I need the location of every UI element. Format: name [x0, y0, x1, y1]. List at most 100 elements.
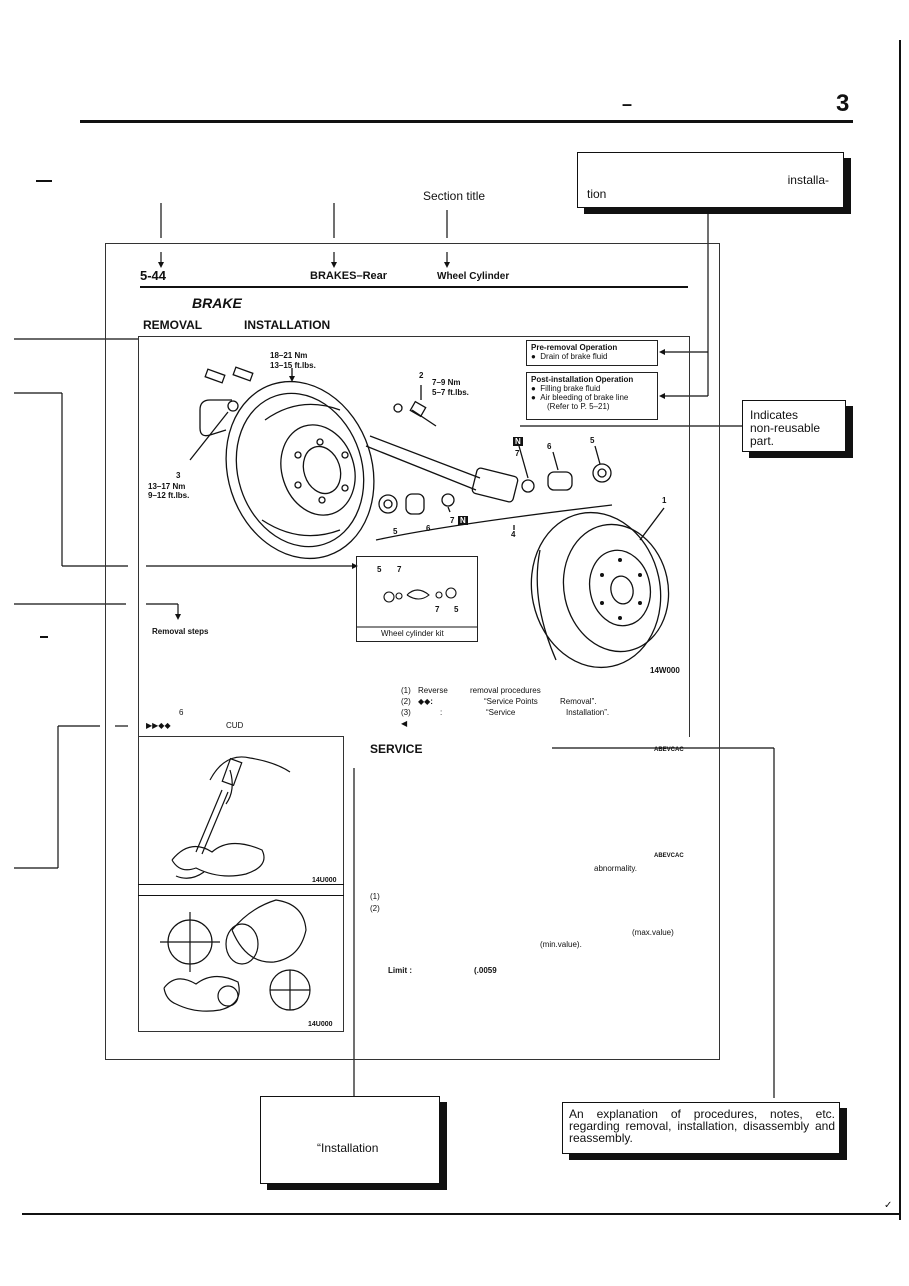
sample-group-name: BRAKES	[310, 270, 357, 282]
note-3-num: (3)	[401, 708, 411, 717]
service-min-value: (min.value).	[540, 940, 582, 949]
note-2-text: “Service Points	[484, 697, 538, 706]
post-installation-item-1-text: Filling brake fluid	[540, 384, 601, 393]
kit-drawing	[357, 587, 477, 628]
service-item-2: (2)	[370, 904, 380, 913]
sample-heading-removal: REMOVAL	[143, 318, 203, 332]
pre-removal-item: ● Drain of brake fluid	[531, 352, 608, 361]
page-dash: –	[622, 94, 633, 114]
callout-installation-ref: “Installation	[260, 1096, 440, 1184]
post-installation-item-3: (Refer to P. 5–21)	[547, 402, 610, 411]
note-2-num: (2)	[401, 697, 411, 706]
sample-page-ref: 5-44	[140, 268, 167, 283]
page-number: 3	[836, 90, 850, 117]
callout-explanation-text: An explanation of procedures, notes, etc…	[569, 1107, 835, 1145]
diagram-area-frame	[138, 336, 690, 737]
sample-group: BRAKES–Rear	[310, 270, 387, 282]
service-code-b: ABEVCAC	[654, 853, 684, 859]
torque-2b: 5–7 ft.lbs.	[432, 388, 469, 397]
corner-tick: ✓	[884, 1200, 893, 1211]
note-3-text: “Service	[486, 708, 516, 717]
note-1-text: removal procedures	[470, 686, 541, 695]
sample-header-rule	[140, 286, 688, 288]
torque-3a: 13–17 Nm	[148, 482, 186, 491]
torque-3-number: 3	[176, 471, 181, 480]
note-1-num: (1)	[401, 686, 411, 695]
non-reusable-line2: non-reusable	[750, 421, 821, 435]
torque-3b: 9–12 ft.lbs.	[148, 491, 190, 500]
callout-installation-line1: installa-	[787, 173, 829, 187]
callout-explanation: An explanation of procedures, notes, etc…	[562, 1102, 840, 1154]
non-reusable-line3: part.	[750, 434, 775, 448]
part-7-right: 7	[515, 449, 520, 458]
sample-heading-installation: INSTALLATION	[244, 318, 331, 332]
post-installation-title: Post-installation Operation	[531, 375, 634, 384]
part-1: 1	[662, 496, 667, 505]
service-figure-divider-1	[138, 884, 344, 886]
header-rule	[80, 120, 853, 123]
post-installation-item-1: ● Filling brake fluid	[531, 384, 601, 393]
note-bracket: ◀	[401, 719, 408, 728]
part-7-left: 7	[450, 516, 455, 525]
steps-six: 6	[179, 708, 184, 717]
torque-1b: 13–15 ft.lbs.	[270, 361, 316, 370]
note-3-symbol: :	[440, 708, 443, 717]
kit-box: 5 7 7 5 Wheel cylinder kit	[356, 556, 478, 642]
diagram-figure-code: 14W000	[650, 666, 680, 675]
part-n-badge-left: N	[458, 516, 468, 525]
part-4: 4	[511, 530, 516, 539]
torque-2-number: 2	[419, 371, 424, 380]
section-title-label: Section title	[423, 189, 486, 203]
kit-part-d: 5	[454, 605, 459, 614]
service-title: SERVICE	[370, 742, 423, 756]
callout-non-reusable: Indicates non-reusable part.	[742, 400, 846, 452]
part-n-badge: N	[513, 437, 523, 446]
right-edge-line	[899, 40, 901, 1220]
non-reusable-line1: Indicates	[750, 408, 799, 422]
service-max-value: (max.value)	[632, 928, 674, 937]
steps-cud: CUD	[226, 721, 244, 730]
callout-installation-line2: tion	[587, 187, 607, 201]
service-item-1: (1)	[370, 892, 380, 901]
part-6-left: 6	[426, 524, 431, 533]
torque-1a: 18–21 Nm	[270, 351, 308, 360]
service-figure-code-top: 14U000	[312, 877, 337, 884]
note-3-end: Installation”.	[566, 708, 610, 717]
service-abnormality: abnormality.	[594, 864, 637, 873]
part-5-left: 5	[393, 527, 398, 536]
scan-mark	[40, 636, 48, 638]
service-figure-divider-2	[138, 895, 344, 897]
callout-installation: installa- tion	[577, 152, 844, 208]
note-2-symbol: ◆◆:	[418, 697, 433, 706]
kit-part-a: 5	[377, 565, 382, 574]
kit-label: Wheel cylinder kit	[381, 629, 444, 638]
pre-removal-item-text: Drain of brake fluid	[540, 352, 608, 361]
post-installation-item-2-text: Air bleeding of brake line	[540, 393, 629, 402]
service-limit-value: (.0059	[474, 966, 497, 975]
kit-part-c: 7	[435, 605, 440, 614]
note-2-end: Removal”.	[560, 697, 597, 706]
note-1-word: Reverse	[418, 686, 448, 695]
torque-2a: 7–9 Nm	[432, 378, 461, 387]
callout-installation-ref-text: “Installation	[317, 1141, 379, 1155]
pre-removal-box: Pre-removal Operation ● Drain of brake f…	[526, 340, 658, 366]
kit-part-b: 7	[397, 565, 402, 574]
footer-rule	[22, 1213, 900, 1215]
removal-steps-label: Removal steps	[152, 627, 209, 636]
part-6-right: 6	[547, 442, 552, 451]
scan-mark	[36, 180, 52, 182]
sample-page-frame	[105, 243, 720, 1060]
sample-heading-main: BRAKE	[192, 295, 242, 311]
part-5-right: 5	[590, 436, 595, 445]
steps-icons: ▶▶◆◆	[146, 721, 171, 730]
post-installation-item-2: ● Air bleeding of brake line	[531, 393, 629, 402]
service-limit-label: Limit :	[388, 966, 412, 975]
post-installation-box: Post-installation Operation ● Filling br…	[526, 372, 658, 420]
service-figure-code: 14U000	[308, 1021, 333, 1028]
service-code-a: ABEVCAC	[654, 747, 684, 753]
sample-group-sub: –Rear	[356, 270, 388, 282]
pre-removal-title: Pre-removal Operation	[531, 343, 618, 352]
